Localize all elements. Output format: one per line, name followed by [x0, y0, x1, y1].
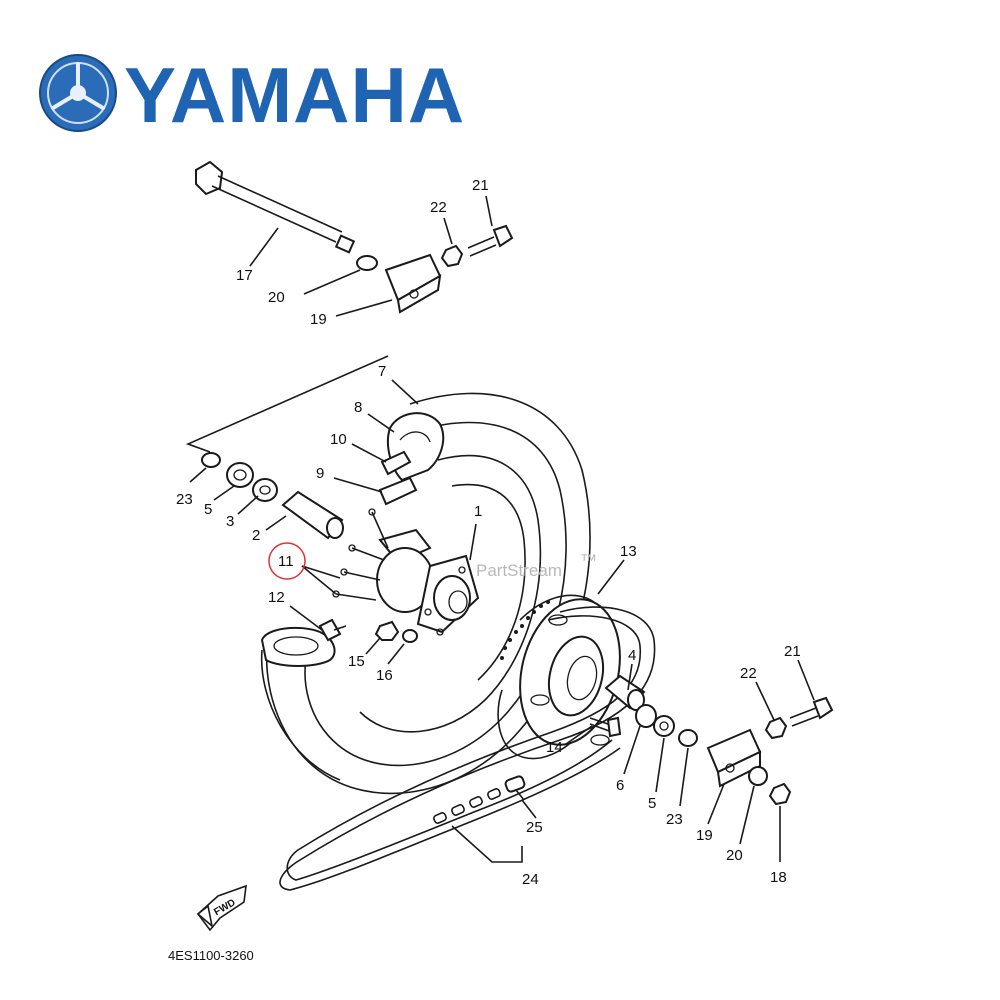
callout-11[interactable]: 11 — [278, 553, 294, 570]
yamaha-tuning-fork-emblem-icon — [39, 54, 117, 132]
adjuster-part-19-top — [384, 253, 442, 314]
collar-part-23-left — [201, 452, 221, 468]
callout-23-left[interactable]: 23 — [176, 491, 193, 508]
callout-1[interactable]: 1 — [474, 503, 482, 520]
callout-19-right[interactable]: 19 — [696, 827, 713, 844]
callout-13[interactable]: 13 — [620, 543, 637, 560]
bolt-part-12 — [318, 618, 347, 642]
chain-dots-on-sprocket — [500, 600, 550, 660]
sprocket-part-13 — [497, 594, 621, 760]
callout-5-left[interactable]: 5 — [204, 501, 212, 518]
callout-4[interactable]: 4 — [628, 647, 636, 664]
callout-22-top[interactable]: 22 — [430, 199, 447, 216]
callout-2[interactable]: 2 — [252, 527, 260, 544]
callout-16[interactable]: 16 — [376, 667, 393, 684]
collar-part-23-right — [678, 729, 698, 747]
bearing-part-5-left — [226, 462, 254, 488]
callout-5-right[interactable]: 5 — [648, 795, 656, 812]
bearing-part-3-left — [252, 478, 278, 502]
callout-20-right[interactable]: 20 — [726, 847, 743, 864]
assembly-bracket-line — [185, 355, 389, 453]
highlight-circle-part-11 — [268, 542, 306, 580]
brand-wordmark: YAMAHA — [124, 51, 465, 139]
adjuster-part-19-right — [706, 728, 762, 788]
washer-part-16 — [402, 629, 418, 643]
callout-12[interactable]: 12 — [268, 589, 285, 606]
diagram-reference-code: 4ES1100-3260 — [168, 948, 254, 963]
leader-lines — [189, 195, 815, 863]
hub-part-1 — [376, 528, 480, 636]
callout-18[interactable]: 18 — [770, 869, 787, 886]
callout-21-top[interactable]: 21 — [472, 177, 489, 194]
watermark-text: PartStream — [476, 561, 562, 580]
seal-part-6 — [635, 704, 657, 728]
spacer-part-2 — [281, 490, 344, 540]
washer-part-20-top — [356, 255, 378, 271]
spacer-part-4 — [604, 674, 646, 711]
bolt-part-21-right — [789, 696, 834, 727]
bolt-part-21-top — [467, 224, 514, 257]
callout-8[interactable]: 8 — [354, 399, 362, 416]
fwd-direction-arrow-icon: FWD — [196, 884, 247, 932]
valve-part-10 — [380, 450, 412, 476]
master-link-part-25 — [504, 775, 526, 801]
callout-19-top[interactable]: 19 — [310, 311, 327, 328]
watermark-trademark: ™ — [580, 551, 597, 570]
callout-14[interactable]: 14 — [546, 739, 563, 756]
callout-15[interactable]: 15 — [348, 653, 365, 670]
callout-21-right[interactable]: 21 — [784, 643, 801, 660]
callout-3[interactable]: 3 — [226, 513, 234, 530]
callout-6[interactable]: 6 — [616, 777, 624, 794]
callout-23-right[interactable]: 23 — [666, 811, 683, 828]
axle-part-17 — [195, 160, 356, 254]
chain-part-24 — [279, 606, 656, 891]
callout-10[interactable]: 10 — [330, 431, 347, 448]
nut-part-18 — [768, 782, 792, 806]
nut-part-15 — [374, 620, 400, 641]
callout-25[interactable]: 25 — [526, 819, 543, 836]
washer-part-20-right — [748, 766, 768, 786]
callout-20-top[interactable]: 20 — [268, 289, 285, 306]
callout-22-right[interactable]: 22 — [740, 665, 757, 682]
bearing-part-5-right — [653, 715, 675, 737]
bolts-part-11 — [332, 508, 389, 601]
tire-lower-cutaway — [260, 626, 341, 781]
yamaha-logo[interactable]: YAMAHA — [39, 51, 465, 139]
nut-part-22-right — [764, 716, 788, 740]
callout-7[interactable]: 7 — [378, 363, 386, 380]
callout-9[interactable]: 9 — [316, 465, 324, 482]
nut-part-22-top — [440, 244, 464, 268]
callout-24[interactable]: 24 — [522, 871, 539, 888]
rim-band-part-9 — [378, 476, 418, 506]
callout-17[interactable]: 17 — [236, 267, 253, 284]
